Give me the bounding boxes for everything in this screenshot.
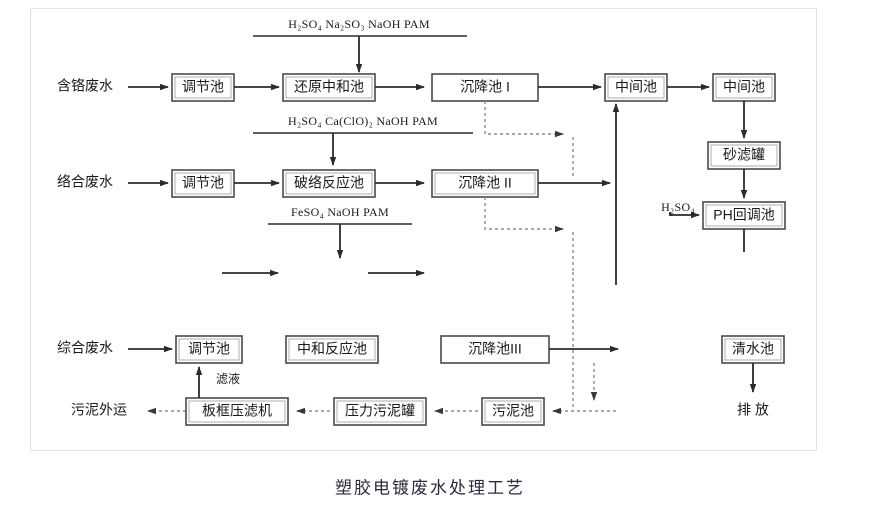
node-settling2-inner [434,172,536,195]
input-comprehensive-wastewater: 综合废水 [57,340,113,356]
chemical-label-3: FeSO₄ NaOH PAM [291,205,389,219]
node-settling-tank-3[interactable]: 沉降池III [440,335,550,364]
node-phtank-inner [705,204,783,227]
node-pressure-sludge-tank[interactable]: 压力污泥罐 [333,397,427,426]
node-settling3-label: 沉降池III [468,341,522,357]
node-adjust-tank-3-box[interactable] [175,335,243,364]
node-reduction-neutralize-tank[interactable]: 还原中和池 [282,73,376,102]
node-settling1-label: 沉降池 I [460,79,510,95]
chemical-dosing-2: H₂SO₄ Ca(ClO)₂ NaOH PAM [253,114,473,166]
node-settling2-label: 沉降池 II [458,175,512,191]
node-adjust-tank-3[interactable]: 调节池 [175,335,243,364]
node-intermediate1-inner [607,76,665,99]
node-intermediate2-inner [715,76,773,99]
node-decomplex-label: 破络反应池 [294,175,364,191]
chemical-dosing-1: H₂SO₄ Na₂SO₃ NaOH PAM [253,17,467,73]
output-discharge: 排 放 [737,402,769,418]
node-intermediate-tank-2[interactable]: 中间池 [712,73,776,102]
node-decomplex-inner [285,172,373,195]
node-settling3-box[interactable] [440,335,550,364]
node-settling2-box[interactable] [431,169,539,198]
sludge-line-settling1 [484,101,564,138]
diagram-caption: 塑胶电镀废水处理工艺 [335,478,525,497]
input-complex-wastewater: 络合废水 [57,174,113,190]
node-sand-filter[interactable]: 砂滤罐 [707,141,781,170]
node-neutralize-label: 中和反应池 [297,341,367,357]
node-adjust-tank-3-label: 调节池 [188,341,230,357]
node-sludgepool-box[interactable] [481,397,545,426]
node-neutralize-box[interactable] [285,335,379,364]
node-neutralize-inner [288,338,376,361]
node-ph-readjust-tank[interactable]: PH回调池 [702,201,786,230]
output-sludge-transport: 污泥外运 [71,402,127,418]
node-intermediate2-label: 中间池 [723,79,765,95]
node-filterpress-box[interactable] [185,397,289,426]
node-settling-tank-1[interactable]: 沉降池 I [431,73,539,102]
node-plate-frame-filter-press[interactable]: 板框压滤机 [185,397,289,426]
node-adjust-tank-2-label: 调节池 [182,175,224,191]
chemical-label-2: H₂SO₄ Ca(ClO)₂ NaOH PAM [288,114,438,128]
sludge-line-settling2 [484,197,564,233]
node-decomplex-reaction-tank[interactable]: 破络反应池 [282,169,376,198]
node-adjust-tank-3-inner [178,338,240,361]
node-filterpress-label: 板框压滤机 [202,403,272,419]
node-filterpress-inner [188,400,286,423]
diagram-frame [30,8,817,451]
node-decomplex-box[interactable] [282,169,376,198]
acid-feed-elbow [669,211,700,219]
chemical-label-ph-acid: H₂SO₄ [661,200,695,214]
node-sludgepool-label: 污泥池 [492,403,534,419]
node-settling-tank-2[interactable]: 沉降池 II [431,169,539,198]
chemical-dosing-3: FeSO₄ NaOH PAM [268,205,412,259]
node-adjust-tank-1-box[interactable] [171,73,235,102]
node-sandfilter-inner [710,144,778,167]
node-reduction-inner [285,76,373,99]
node-clean-water-tank[interactable]: 清水池 [721,335,785,364]
node-pressuresludge-label: 压力污泥罐 [345,403,415,419]
node-phtank-label: PH回调池 [713,207,774,223]
node-adjust-tank-2[interactable]: 调节池 [171,169,235,198]
node-sandfilter-label: 砂滤罐 [723,147,765,163]
node-reduction-label: 还原中和池 [294,79,364,95]
node-sludge-tank[interactable]: 污泥池 [481,397,545,426]
node-pressuresludge-box[interactable] [333,397,427,426]
node-neutralize-reaction-tank[interactable]: 中和反应池 [285,335,379,364]
node-adjust-tank-1[interactable]: 调节池 [171,73,235,102]
node-sludgepool-inner [484,400,542,423]
edge-label-filtrate: 滤液 [216,371,240,386]
chemical-label-1: H₂SO₄ Na₂SO₃ NaOH PAM [288,17,430,31]
node-adjust-tank-1-inner [174,76,232,99]
node-cleanwater-box[interactable] [721,335,785,364]
node-cleanwater-inner [724,338,782,361]
node-adjust-tank-2-inner [174,172,232,195]
node-intermediate1-label: 中间池 [615,79,657,95]
node-adjust-tank-1-label: 调节池 [182,79,224,95]
node-intermediate-tank-1[interactable]: 中间池 [604,73,668,102]
node-pressuresludge-inner [336,400,424,423]
node-sandfilter-box[interactable] [707,141,781,170]
node-cleanwater-label: 清水池 [732,341,774,357]
input-chrome-wastewater: 含铬废水 [57,78,113,94]
node-adjust-tank-2-box[interactable] [171,169,235,198]
